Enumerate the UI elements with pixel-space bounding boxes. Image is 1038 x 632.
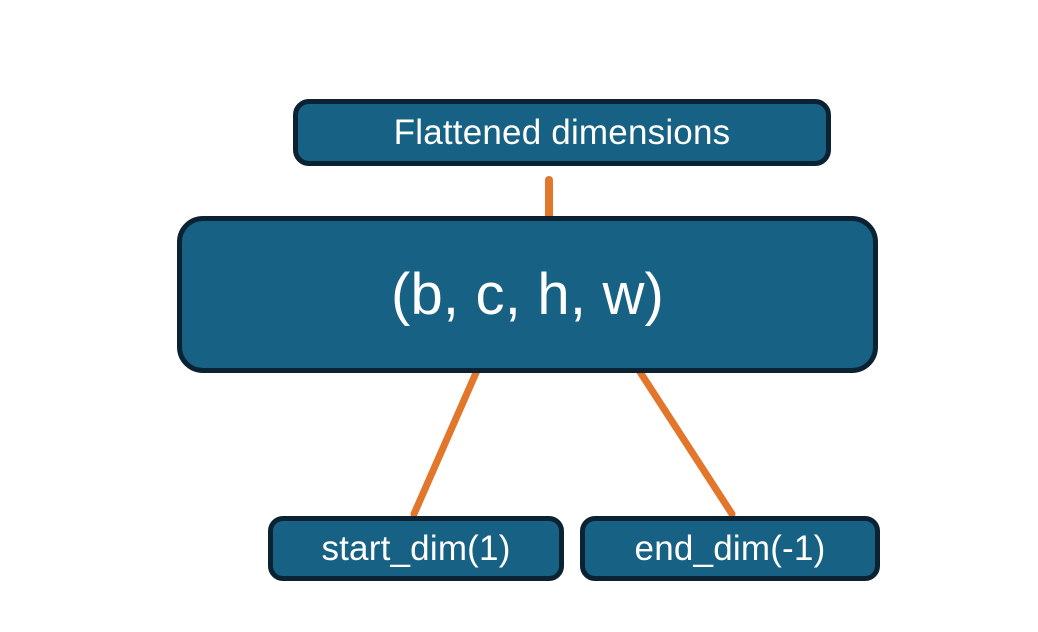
node-end-dim-label: end_dim(-1) <box>634 529 826 568</box>
node-start-dim-label: start_dim(1) <box>321 529 511 568</box>
node-dimension-tuple[interactable]: (b, c, h, w) <box>177 216 878 373</box>
node-start-dim[interactable]: start_dim(1) <box>268 516 564 581</box>
node-end-dim[interactable]: end_dim(-1) <box>580 516 880 581</box>
node-dimension-tuple-label: (b, c, h, w) <box>390 261 665 327</box>
node-flattened-dimensions[interactable]: Flattened dimensions <box>293 99 831 166</box>
node-flattened-dimensions-label: Flattened dimensions <box>393 113 731 152</box>
